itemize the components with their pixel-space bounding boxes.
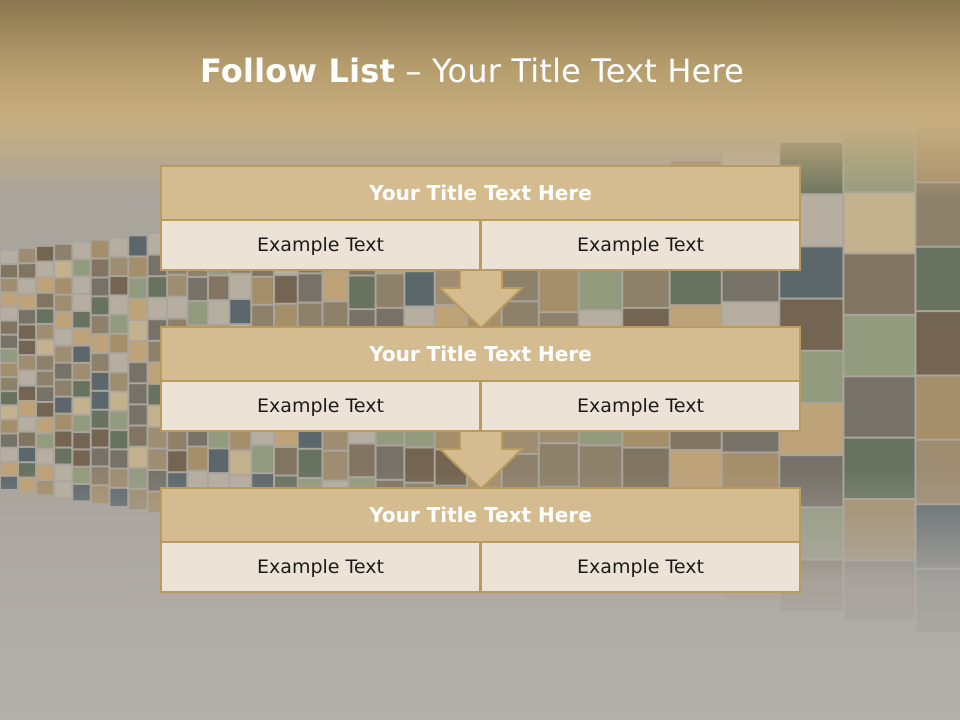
- block-1-title: Your Title Text Here: [160, 165, 801, 221]
- list-block-2: Your Title Text Here Example Text Exampl…: [160, 326, 801, 432]
- list-block-1: Your Title Text Here Example Text Exampl…: [160, 165, 801, 271]
- slide-title: Follow List – Your Title Text Here: [0, 52, 944, 90]
- down-arrow-icon: [438, 431, 524, 491]
- block-1-row: Example Text Example Text: [160, 221, 801, 271]
- block-3-left-text: Example Text: [160, 543, 481, 593]
- block-2-left-text: Example Text: [160, 382, 481, 432]
- block-2-right-text: Example Text: [481, 382, 801, 432]
- slide-title-bold: Follow List: [199, 52, 396, 90]
- block-3-right-text: Example Text: [481, 543, 801, 593]
- block-1-right-text: Example Text: [481, 221, 801, 271]
- block-2-title: Your Title Text Here: [160, 326, 801, 382]
- slide-title-rest: – Your Title Text Here: [395, 52, 745, 90]
- block-1-left-text: Example Text: [160, 221, 481, 271]
- down-arrow-icon: [438, 270, 524, 330]
- block-3-row: Example Text Example Text: [160, 543, 801, 593]
- list-block-3: Your Title Text Here Example Text Exampl…: [160, 487, 801, 593]
- block-2-row: Example Text Example Text: [160, 382, 801, 432]
- block-3-title: Your Title Text Here: [160, 487, 801, 543]
